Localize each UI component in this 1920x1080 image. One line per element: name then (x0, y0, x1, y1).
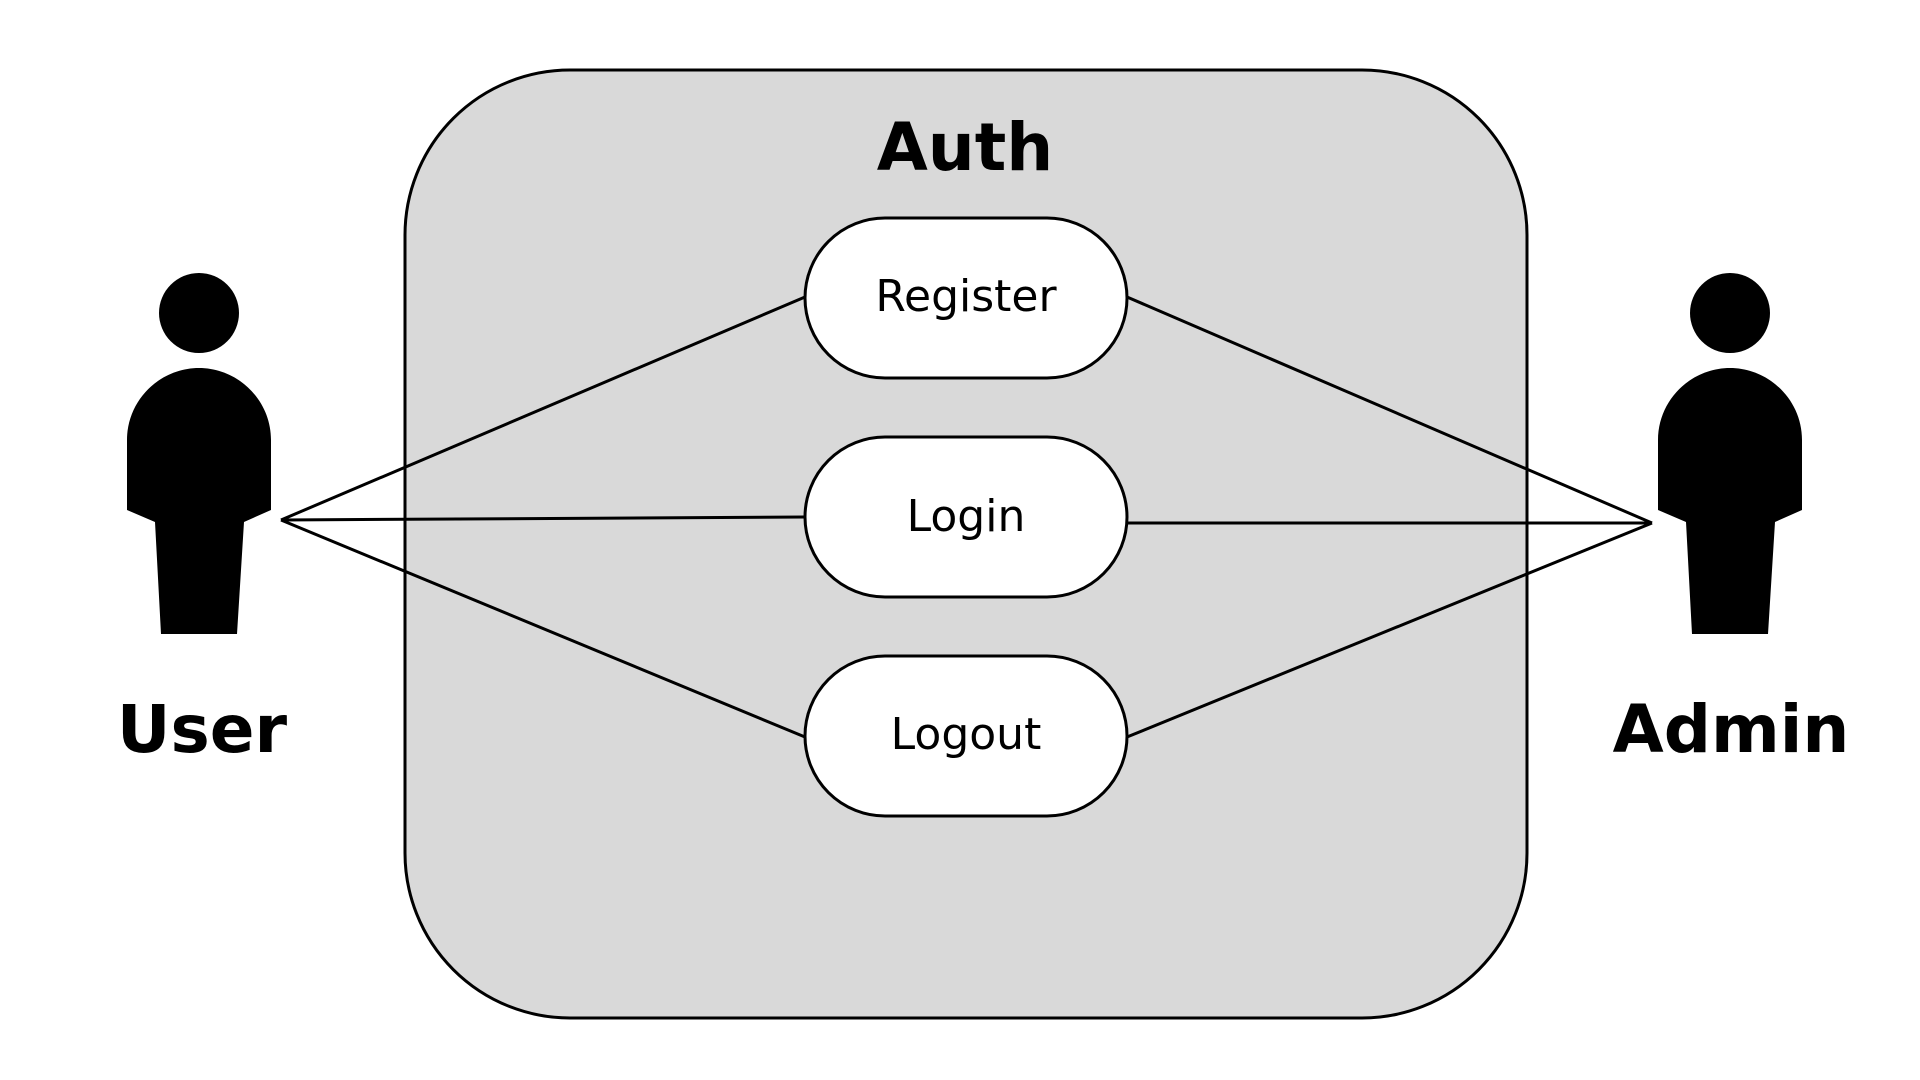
use-case-label: Login (907, 491, 1026, 542)
person-icon (127, 273, 271, 634)
association-admin-register (1126, 295, 1653, 525)
actor-admin: Admin (1613, 273, 1850, 768)
actor-label: User (117, 691, 288, 768)
use-case-shape (803, 435, 1129, 599)
use-case-shape (803, 216, 1129, 380)
association-user-register (280, 295, 806, 522)
association-admin-logout (1126, 521, 1653, 739)
use-case-logout: Logout (803, 654, 1129, 818)
association-user-login (280, 515, 806, 522)
association-user-logout (280, 518, 806, 739)
use-case-label: Register (875, 271, 1057, 322)
system-title: Auth (877, 109, 1054, 186)
use-case-shape (803, 654, 1129, 818)
use-case-register: Register (803, 216, 1129, 380)
use-case-label: Logout (891, 709, 1042, 760)
use-case-login: Login (803, 435, 1129, 599)
person-icon (1658, 273, 1802, 634)
actor-label: Admin (1613, 691, 1850, 768)
actor-user: User (117, 273, 288, 768)
